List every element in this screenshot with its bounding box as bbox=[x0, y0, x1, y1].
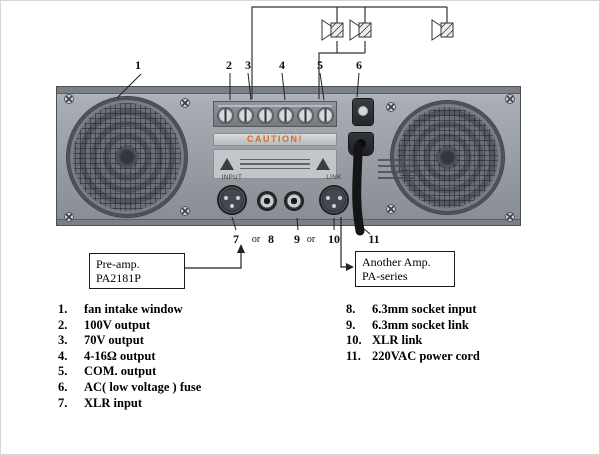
speaker-icon bbox=[431, 19, 454, 41]
fan-intake-right bbox=[391, 101, 504, 214]
legend-item: 7.XLR input bbox=[58, 395, 143, 410]
callout-2: 2 bbox=[226, 58, 232, 72]
ac-fuse-holder bbox=[353, 99, 373, 125]
legend-item: 2.100V output bbox=[58, 317, 151, 332]
terminal-70v bbox=[239, 109, 252, 122]
callout-6: 6 bbox=[356, 58, 362, 72]
spec-text-lines bbox=[377, 155, 415, 187]
screw-icon bbox=[506, 95, 514, 103]
screw-icon bbox=[506, 213, 514, 221]
warning-text-lines bbox=[240, 156, 310, 173]
power-cord-strain-relief bbox=[349, 133, 373, 155]
screw-icon bbox=[181, 207, 189, 215]
callout-10: 10 bbox=[328, 232, 340, 246]
amplifier-rear-panel: CAUTION! INPUT LINK bbox=[56, 86, 521, 226]
terminal-100v bbox=[219, 109, 232, 122]
screw-icon bbox=[387, 205, 395, 213]
panel-top-edge bbox=[57, 87, 520, 94]
terminal-screw bbox=[259, 109, 272, 122]
fan-intake-left bbox=[67, 97, 187, 217]
preamp-box: Pre-amp. PA2181P bbox=[89, 253, 185, 289]
terminal-4-16ohm bbox=[279, 109, 292, 122]
screw-icon bbox=[181, 99, 189, 107]
callout-8: 8 bbox=[268, 232, 274, 246]
legend-item: 5.COM. output bbox=[58, 364, 157, 379]
callout-or: or bbox=[306, 234, 316, 245]
legend-item: 3.70V output bbox=[58, 333, 144, 348]
preamp-connection-arrow bbox=[181, 244, 245, 269]
legend-left: 1.fan intake window 2.100V output 3.70V … bbox=[58, 302, 201, 411]
preamp-box-line1: Pre-amp. bbox=[96, 257, 140, 271]
legend-item: 6.AC( low voltage ) fuse bbox=[58, 379, 202, 394]
callout-3: 3 bbox=[245, 58, 251, 72]
warning-triangle-icon bbox=[316, 158, 330, 170]
terminal-screw bbox=[299, 109, 312, 122]
jack-socket-input bbox=[259, 193, 275, 209]
link-section-label: LINK bbox=[326, 175, 342, 181]
speaker-icon bbox=[349, 19, 372, 41]
callout-9: 9 bbox=[294, 232, 300, 246]
warning-label bbox=[213, 149, 337, 179]
caution-label: CAUTION! bbox=[213, 133, 337, 146]
legend-item: 10.XLR link bbox=[346, 333, 423, 348]
legend-item: 8.6.3mm socket input bbox=[346, 302, 477, 316]
legend-item: 4.4-16Ω output bbox=[58, 348, 156, 363]
terminal-com bbox=[319, 109, 332, 122]
legend-item: 11.220VAC power cord bbox=[346, 348, 480, 363]
screw-icon bbox=[65, 95, 73, 103]
panel-bottom-edge bbox=[57, 219, 520, 225]
speaker-icon bbox=[321, 19, 344, 41]
another-amp-box-line2: PA-series bbox=[362, 269, 408, 283]
xlr-input-connector bbox=[219, 187, 245, 213]
callout-4: 4 bbox=[279, 58, 285, 72]
legend-right: 8.6.3mm socket input 9.6.3mm socket link… bbox=[346, 302, 480, 364]
output-terminal-strip bbox=[213, 101, 337, 127]
another-amp-box: Another Amp. PA-series bbox=[355, 251, 455, 287]
legend-item: 9.6.3mm socket link bbox=[346, 317, 469, 332]
callout-5: 5 bbox=[317, 58, 323, 72]
another-amp-box-line1: Another Amp. bbox=[362, 255, 431, 269]
input-section-label: INPUT bbox=[221, 175, 243, 181]
callout-7: 7 bbox=[233, 232, 239, 246]
screw-icon bbox=[387, 103, 395, 111]
callout-11: 11 bbox=[368, 232, 380, 246]
callout-1: 1 bbox=[135, 58, 141, 72]
screw-icon bbox=[65, 213, 73, 221]
warning-triangle-icon bbox=[220, 158, 234, 170]
jack-socket-link bbox=[286, 193, 302, 209]
legend-item: 1.fan intake window bbox=[58, 302, 183, 316]
terminal-label-strip bbox=[218, 105, 332, 107]
preamp-box-line2: PA2181P bbox=[96, 271, 141, 285]
callout-or: or bbox=[251, 234, 261, 245]
xlr-link-connector bbox=[321, 187, 347, 213]
